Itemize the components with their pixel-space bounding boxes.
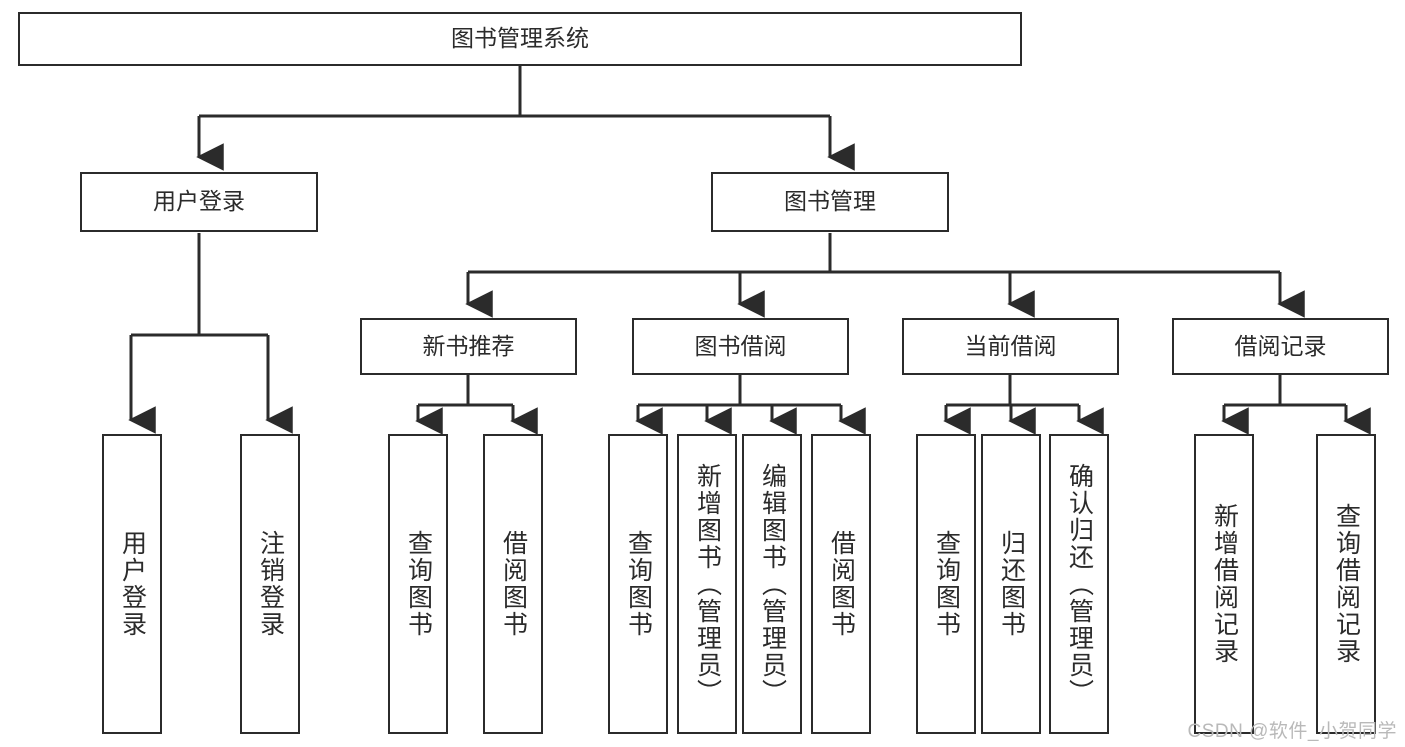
leaf-borrow-borrow-book[interactable]: 借阅图书: [811, 434, 871, 734]
node-label: 新增图书（管理员）: [693, 462, 722, 706]
node-label: 当前借阅: [964, 332, 1057, 359]
leaf-borrow-add-book-admin[interactable]: 新增图书（管理员）: [677, 434, 737, 734]
node-label: 新书推荐: [422, 332, 515, 359]
node-label: 图书管理系统: [451, 25, 589, 52]
node-label: 编辑图书（管理员）: [758, 462, 787, 706]
leaf-user-login-login[interactable]: 用户登录: [102, 434, 162, 734]
node-label: 注销登录: [256, 530, 285, 638]
node-root[interactable]: 图书管理系统: [18, 12, 1022, 66]
node-label: 用户登录: [153, 188, 245, 215]
node-label: 借阅图书: [499, 530, 528, 638]
node-label: 用户登录: [118, 530, 147, 638]
node-label: 图书借阅: [694, 332, 787, 359]
node-book-borrow[interactable]: 图书借阅: [632, 318, 849, 375]
node-label: 图书管理: [784, 188, 876, 215]
leaf-records-query-record[interactable]: 查询借阅记录: [1316, 434, 1376, 734]
leaf-current-confirm-return-admin[interactable]: 确认归还（管理员）: [1049, 434, 1109, 734]
node-label: 查询图书: [404, 530, 433, 638]
node-current-borrow[interactable]: 当前借阅: [902, 318, 1119, 375]
leaf-new-book-query[interactable]: 查询图书: [388, 434, 448, 734]
node-label: 借阅图书: [827, 530, 856, 638]
node-label: 查询图书: [624, 530, 653, 638]
leaf-borrow-query-book[interactable]: 查询图书: [608, 434, 668, 734]
leaf-borrow-edit-book-admin[interactable]: 编辑图书（管理员）: [742, 434, 802, 734]
node-label: 查询借阅记录: [1332, 503, 1361, 665]
node-user-login[interactable]: 用户登录: [80, 172, 318, 232]
node-label: 新增借阅记录: [1210, 503, 1239, 665]
node-book-management[interactable]: 图书管理: [711, 172, 949, 232]
node-label: 归还图书: [997, 530, 1026, 638]
node-new-book-recommend[interactable]: 新书推荐: [360, 318, 577, 375]
node-label: 确认归还（管理员）: [1065, 462, 1094, 706]
leaf-new-book-borrow[interactable]: 借阅图书: [483, 434, 543, 734]
node-label: 借阅记录: [1234, 332, 1327, 359]
leaf-current-return-book[interactable]: 归还图书: [981, 434, 1041, 734]
leaf-current-query-book[interactable]: 查询图书: [916, 434, 976, 734]
leaf-records-add-record[interactable]: 新增借阅记录: [1194, 434, 1254, 734]
leaf-user-login-logout[interactable]: 注销登录: [240, 434, 300, 734]
node-borrow-records[interactable]: 借阅记录: [1172, 318, 1389, 375]
node-label: 查询图书: [932, 530, 961, 638]
